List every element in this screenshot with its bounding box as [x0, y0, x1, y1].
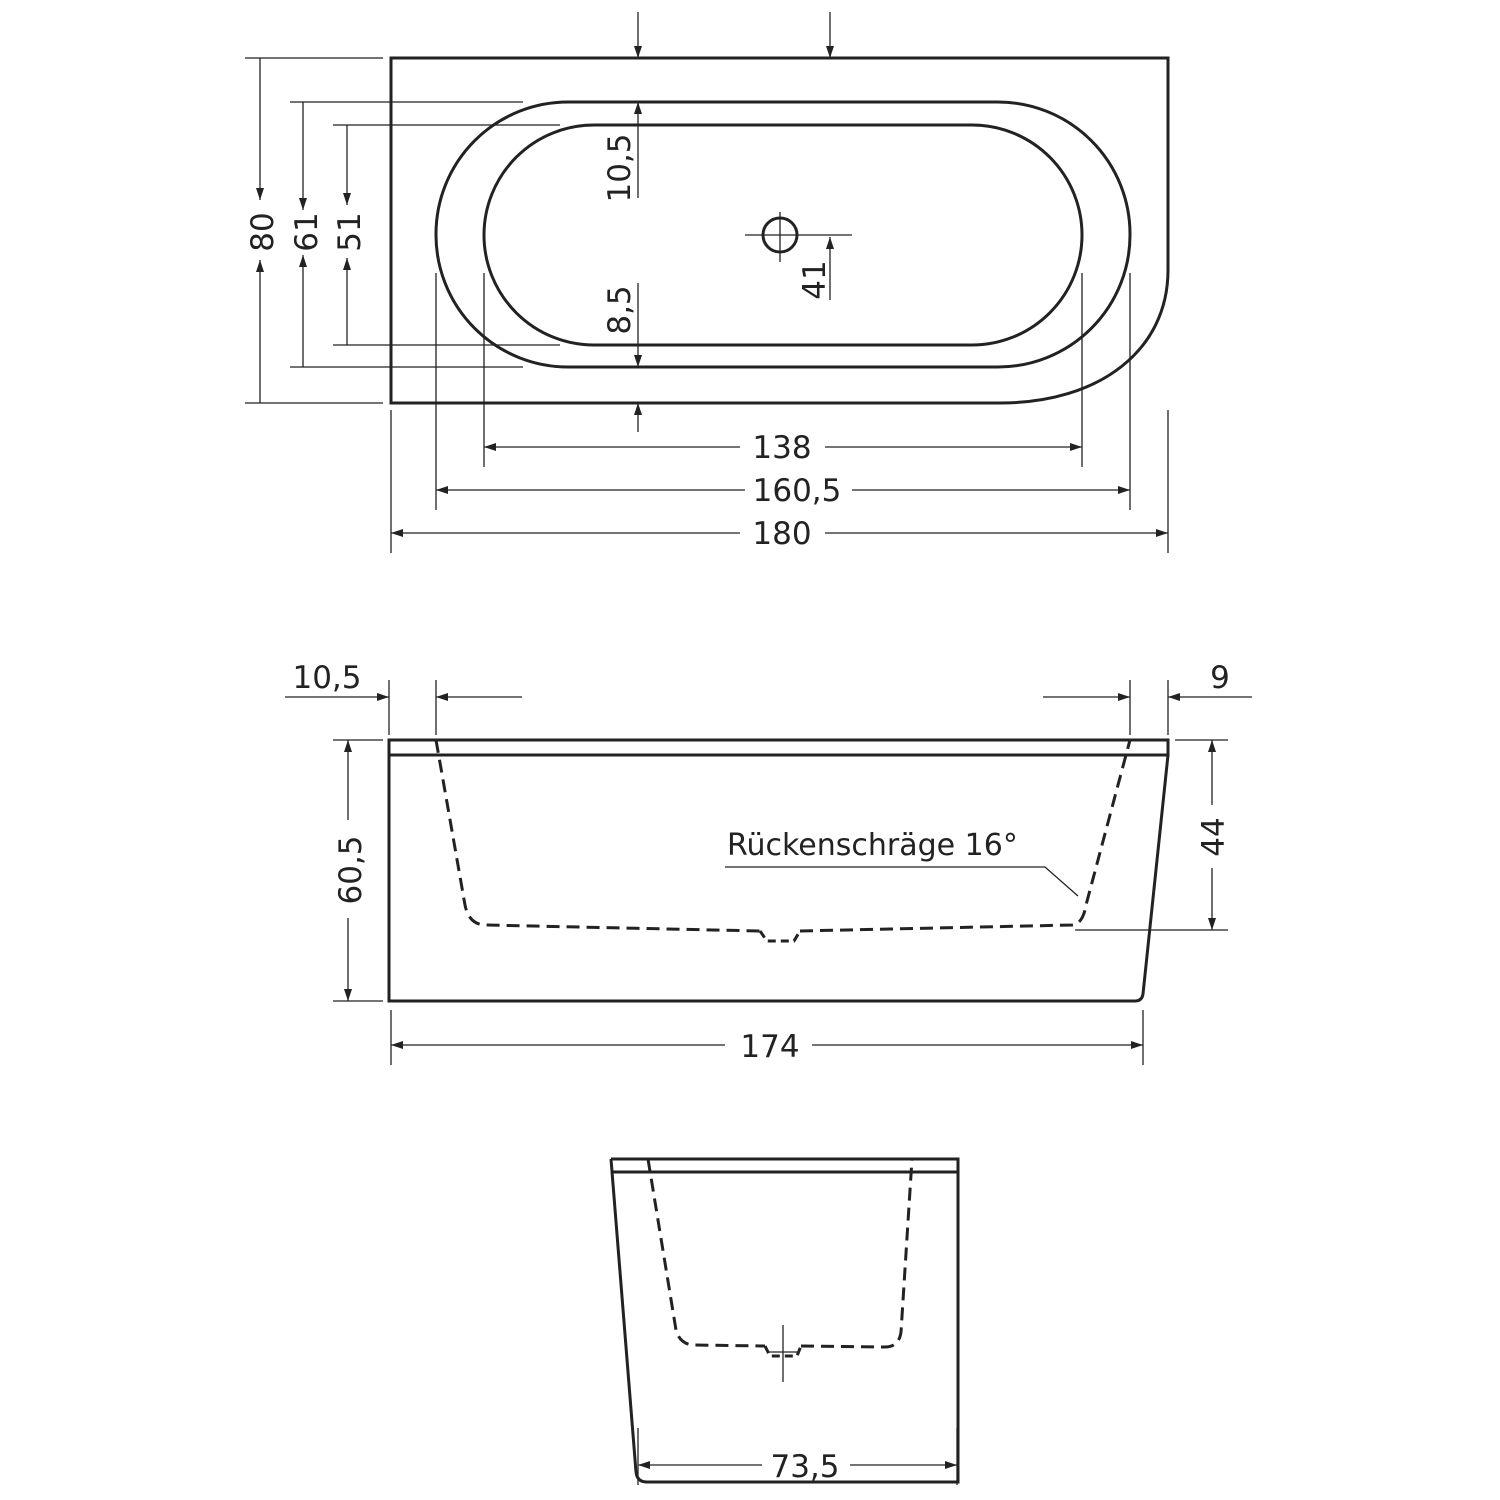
drain-centerline [768, 1325, 800, 1382]
dimension-lines-top [245, 12, 1169, 553]
basin-bottom [482, 123, 1084, 347]
note-leader-line [725, 866, 1079, 897]
front-view: 73,5 [609, 1157, 960, 1485]
dim-left-rim: 10,5 [292, 660, 361, 696]
dim-inner-depth: 44 [1196, 817, 1232, 856]
dim-bottom-length: 138 [752, 430, 811, 466]
dim-drain-offset: 41 [797, 260, 833, 299]
side-view: Rückenschräge 16° 10,5 9 60,5 44 174 [285, 660, 1252, 1065]
dim-right-rim: 9 [1210, 660, 1230, 696]
dim-rim-top: 10,5 [602, 133, 638, 202]
drain-hidden-side [758, 930, 802, 943]
drain-crosshair [745, 212, 852, 262]
tub-outline-side [387, 738, 1170, 757]
tub-rim-front [611, 1157, 960, 1174]
dimension-lines-side [285, 680, 1252, 1065]
tub-outline-top [389, 56, 1170, 405]
tub-body-side [387, 754, 1170, 1003]
top-view: 80 61 51 10,5 8,5 41 138 160,5 180 [245, 12, 1170, 553]
dimension-lines-front [637, 1428, 958, 1485]
dim-base-length: 174 [740, 1029, 799, 1065]
basin-hidden-line-front [646, 1158, 914, 1349]
tub-body-front [609, 1158, 960, 1484]
dim-bottom-width: 51 [332, 212, 368, 251]
dim-rim-bottom: 8,5 [602, 285, 638, 334]
dim-overall-width: 80 [245, 212, 281, 251]
drain-hidden-front [763, 1345, 803, 1358]
dim-overall-length: 180 [752, 516, 811, 552]
basin-hidden-line-side [434, 739, 1132, 933]
dim-height: 60,5 [333, 835, 369, 904]
rim-inner-edge [434, 100, 1132, 369]
dim-base-width: 73,5 [770, 1449, 839, 1485]
back-slope-note: Rückenschräge 16° [727, 828, 1018, 863]
dim-inner-width: 61 [289, 212, 325, 251]
dim-inner-length: 160,5 [753, 473, 842, 509]
